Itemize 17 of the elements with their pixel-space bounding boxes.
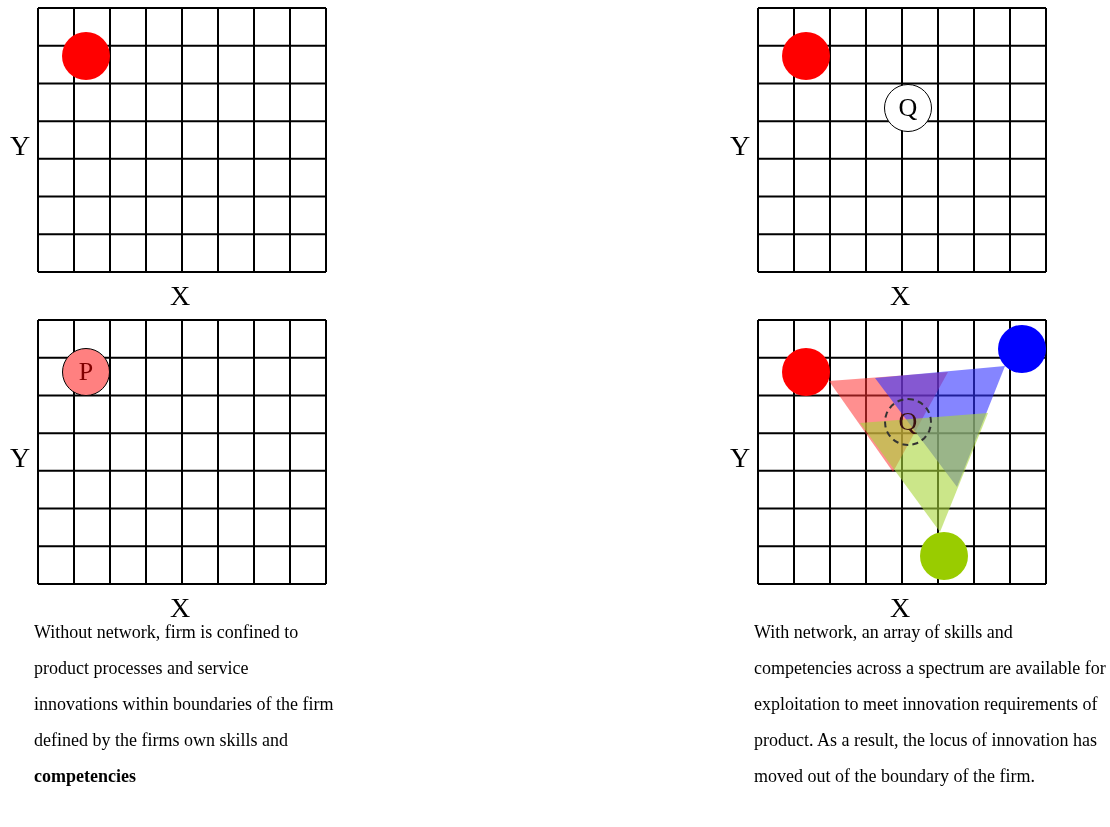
axis-label: X — [170, 594, 191, 622]
circle-marker: P — [62, 348, 110, 396]
axis-label: X — [890, 282, 911, 310]
axis-label: X — [890, 594, 911, 622]
description-paragraph: Without network, firm is confined to product processes and service innovations within boundaries of the firm defined by the firms own skills and competencies — [34, 621, 334, 788]
dot-marker — [920, 532, 968, 580]
axis-label: Y — [10, 132, 31, 160]
dot-marker — [62, 32, 110, 80]
axis-label: X — [170, 282, 191, 310]
axis-label: Y — [730, 132, 751, 160]
description-paragraph: With network, an array of skills and competencies across a spectrum are available for exploitation to meet innovation requirements of product. As a result, the locus of innovation has moved out of the boundary of the firm. — [754, 621, 1106, 788]
axis-label: Y — [10, 444, 31, 472]
dot-marker — [782, 32, 830, 80]
axis-label: Y — [730, 444, 751, 472]
dot-marker — [782, 348, 830, 396]
dot-marker — [998, 325, 1046, 373]
circle-marker: Q — [884, 84, 932, 132]
